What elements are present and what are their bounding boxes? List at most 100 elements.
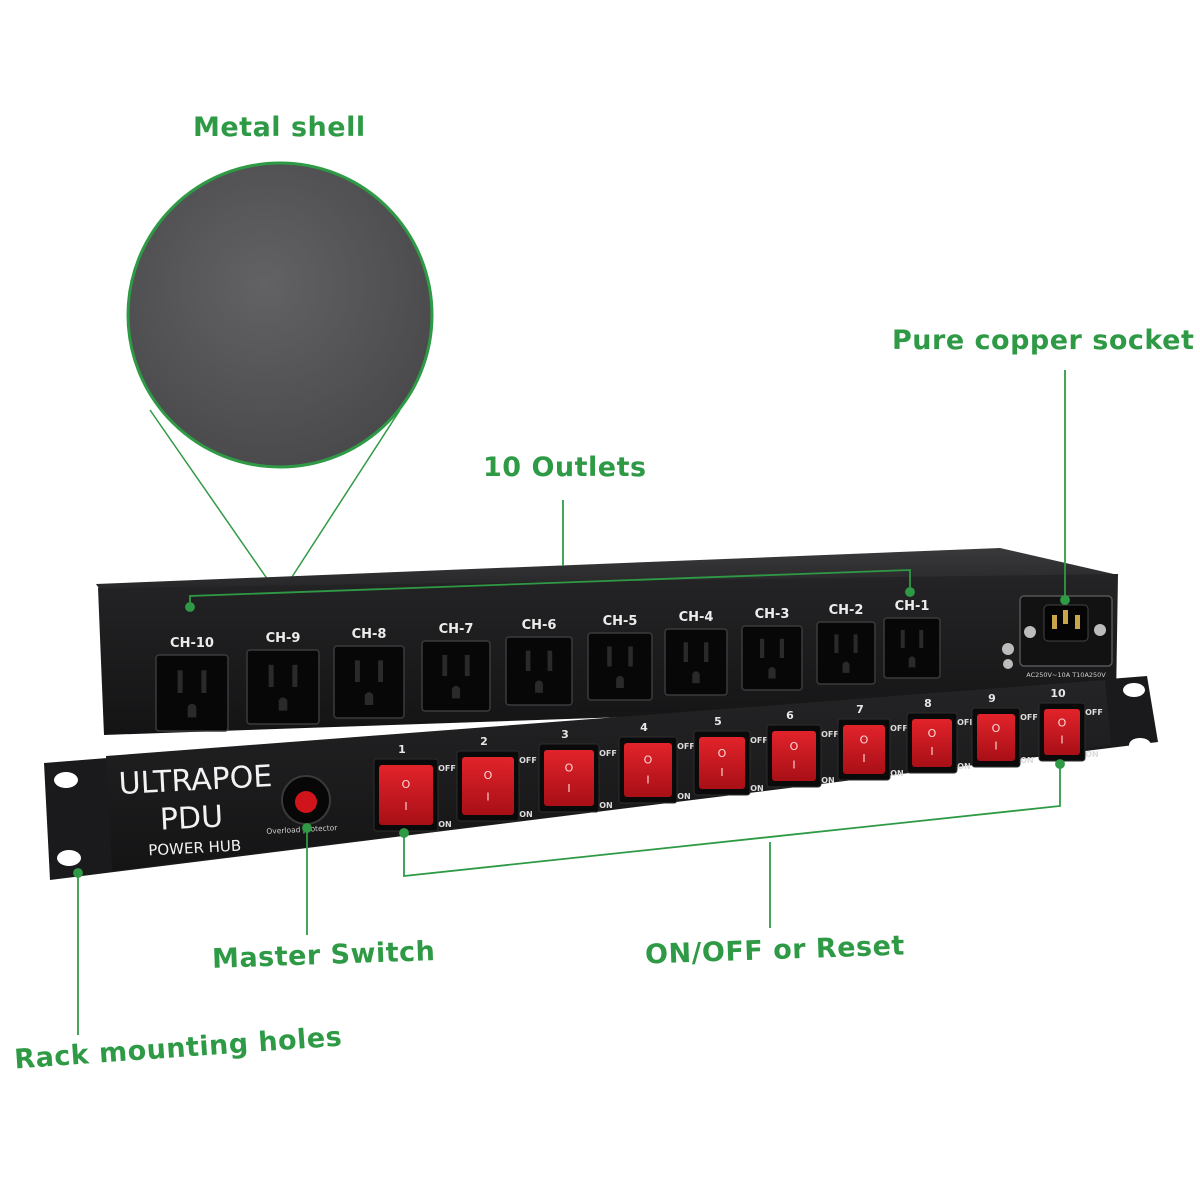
ac-outlet — [883, 617, 941, 679]
rocker-on-symbol: I — [646, 774, 649, 787]
ac-outlet — [664, 628, 728, 696]
switch-number: 8 — [924, 697, 932, 710]
rocker-switch[interactable]: OI — [456, 750, 520, 822]
ac-outlet — [587, 632, 653, 701]
on-label: ON — [750, 784, 764, 793]
channel-label: CH-4 — [679, 610, 714, 625]
rocker-switch[interactable]: OI — [766, 724, 822, 788]
rocker-on-symbol: I — [720, 766, 723, 779]
rocker-switch[interactable]: OI — [1038, 702, 1086, 762]
rocker-on-symbol: I — [994, 739, 997, 752]
on-off-bracket — [399, 759, 1065, 928]
channel-label: CH-1 — [895, 599, 930, 614]
overload-label: Overload protector — [266, 823, 338, 836]
off-label: OFF — [1085, 708, 1103, 717]
rocker-off-symbol: O — [484, 769, 493, 782]
channel-label: CH-8 — [352, 627, 387, 642]
metal-shell-zoom — [126, 161, 434, 600]
outlets-bracket — [185, 500, 915, 612]
master-switch[interactable]: Overload protector — [266, 775, 338, 836]
off-label: OFF — [438, 764, 456, 773]
copper-socket-leader — [1060, 370, 1070, 605]
switch-number: 5 — [714, 715, 722, 728]
rocker-on-symbol: I — [486, 791, 489, 804]
rack-mounting-holes — [54, 683, 1151, 866]
ac-outlet — [741, 625, 803, 691]
rocker-on-symbol: I — [404, 800, 407, 813]
brand-block: ULTRAPOE PDU POWER HUB — [118, 759, 273, 859]
on-label: ON — [890, 769, 904, 778]
rocker-switch[interactable]: OI — [618, 736, 678, 804]
channel-label: CH-7 — [439, 622, 474, 637]
rocker-on-symbol: I — [930, 745, 933, 758]
channel-label: CH-5 — [603, 614, 638, 629]
off-label: OFF — [890, 724, 908, 733]
switch-number: 9 — [988, 692, 996, 705]
off-label: OFF — [821, 730, 839, 739]
rocker-off-symbol: O — [718, 747, 727, 760]
iec-socket: AC250V~10A T10A250V — [1002, 595, 1113, 679]
outlets-callout: 10 Outlets — [483, 452, 647, 483]
rocker-switch[interactable]: OI — [538, 743, 600, 813]
on-label: ON — [1020, 756, 1034, 765]
switch-number: 10 — [1050, 687, 1066, 700]
switch-number: 2 — [480, 735, 488, 748]
rocker-on-symbol: I — [792, 759, 795, 772]
rocker-off-symbol: O — [565, 761, 574, 774]
rocker-on-symbol: I — [1060, 734, 1063, 747]
channel-label: CH-3 — [755, 607, 790, 622]
rocker-on-symbol: I — [862, 752, 865, 765]
rocker-off-symbol: O — [790, 740, 799, 753]
rocker-off-symbol: O — [1058, 716, 1067, 729]
on-label: ON — [438, 820, 452, 829]
channel-label: CH-9 — [266, 631, 301, 646]
on-label: ON — [1085, 750, 1099, 759]
on-label: ON — [821, 776, 835, 785]
ac-outlet — [246, 649, 320, 725]
rocker-off-symbol: O — [860, 734, 869, 747]
on-label: ON — [599, 801, 613, 810]
rocker-switch[interactable]: OI — [971, 707, 1021, 768]
on-label: ON — [519, 810, 533, 819]
rocker-off-symbol: O — [992, 722, 1001, 735]
switch-number: 3 — [561, 728, 569, 741]
ac-outlet — [505, 636, 573, 706]
switch-number: 4 — [640, 721, 648, 734]
rocker-switch[interactable]: OI — [837, 718, 891, 781]
ac-outlet — [333, 645, 405, 719]
off-label: OFF — [519, 756, 537, 765]
outlet-group: CH-10 CH-9 CH-8 CH-7 CH-6 CH-5 CH-4 CH-3 CH-2 CH-… — [155, 599, 941, 732]
brand-line-3: POWER HUB — [148, 837, 242, 860]
rocker-on-symbol: I — [567, 782, 570, 795]
rocker-off-symbol: O — [644, 754, 653, 767]
rocker-switch[interactable]: OI — [906, 712, 958, 774]
rocker-off-symbol: O — [928, 727, 937, 740]
off-label: OFF — [677, 742, 695, 751]
master-switch-leader — [302, 823, 312, 935]
rocker-switch[interactable]: OI — [693, 730, 751, 796]
rocker-off-symbol: O — [402, 778, 411, 791]
channel-label: CH-2 — [829, 603, 864, 618]
brand-line-1: ULTRAPOE — [118, 759, 273, 802]
on-label: ON — [677, 792, 691, 801]
ac-outlet — [421, 640, 491, 712]
pdu-top-face — [96, 548, 1118, 590]
channel-label: CH-6 — [522, 618, 557, 633]
socket-rating-label: AC250V~10A T10A250V — [1026, 671, 1106, 679]
switch-number: 7 — [856, 703, 864, 716]
rack-holes-leader — [73, 868, 83, 1035]
off-label: OFF — [1020, 713, 1038, 722]
switch-number: 6 — [786, 709, 794, 722]
channel-label: CH-10 — [170, 636, 214, 651]
rocker-switch[interactable]: OI — [373, 758, 439, 832]
rocker-switch-group: 1OIOFFON2OIOFFON3OIOFFON4OIOFFON5OIOFFON… — [373, 687, 1103, 832]
ac-outlet — [816, 621, 876, 685]
on-label: ON — [957, 762, 971, 771]
ac-outlet — [155, 654, 229, 732]
copper-socket-callout: Pure copper socket — [892, 325, 1195, 356]
off-label: OFF — [750, 736, 768, 745]
off-label: OFF — [599, 749, 617, 758]
off-label: OFF — [957, 718, 975, 727]
brand-line-2: PDU — [159, 799, 224, 837]
